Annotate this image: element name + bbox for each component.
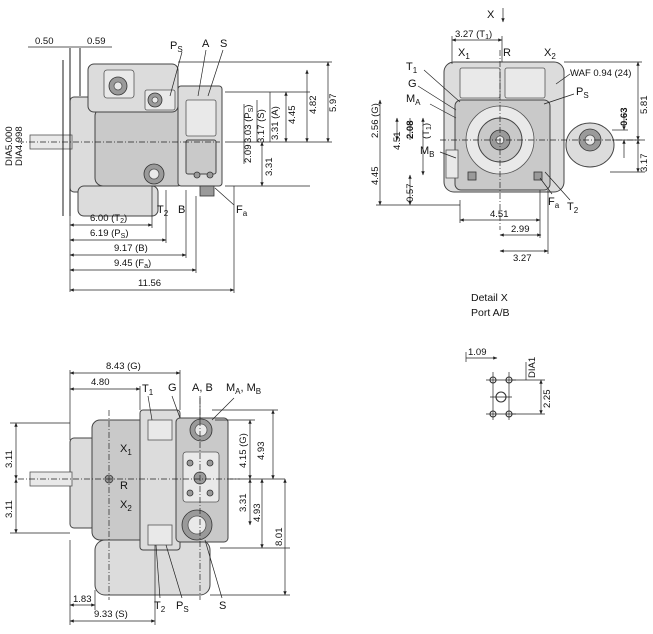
dim-6-00-t2: 6.00 (T2) [90, 213, 127, 225]
dim-3-11-b: 3.11 [4, 500, 15, 518]
front-horizontal-dims: 6.00 (T2) 6.19 (PS) 9.17 (B) 9.45 (Fa) 1… [69, 186, 235, 293]
dim-4-51-v: 4.51 [392, 132, 403, 151]
label-a: A [202, 38, 210, 50]
detail-bolt-pattern [486, 372, 516, 420]
label-x2: X2 [120, 499, 132, 513]
label-mb: MB [420, 145, 435, 159]
dim-0-59: 0.59 [87, 36, 106, 47]
dim-3-31: 3.31 [264, 158, 275, 177]
dim-2-09: 2.09 [243, 145, 254, 164]
dim-8-43-g: 8.43 (G) [106, 361, 141, 372]
dim-6-19-ps: 6.19 (PS) [90, 228, 128, 240]
label-g: G [168, 382, 177, 394]
label-t1: T1 [406, 61, 418, 75]
dim-4-82: 4.82 [308, 96, 319, 115]
detail-subtitle: Port A/B [471, 307, 510, 319]
side-right-dims: 5.81 0.63 3.17 [564, 61, 650, 173]
side-left-dims: 2.56 (G) 2.08 (T1) 4.51 4.45 0.57 [370, 99, 460, 206]
label-g: G [408, 78, 417, 90]
label-s: S [219, 600, 226, 612]
dim-11-56: 11.56 [138, 278, 161, 289]
label-r: R [120, 480, 128, 492]
dim-5-81: 5.81 [639, 96, 650, 115]
label-t2: T2 [157, 204, 169, 218]
dim-4-45: 4.45 [370, 167, 381, 186]
dim-4-45: 4.45 [287, 106, 298, 125]
dim-3-27: 3.27 [513, 253, 532, 264]
front-pump-body [18, 48, 223, 217]
side-pump-body [443, 61, 615, 193]
label-ps: PS [170, 40, 183, 54]
dim-4-80: 4.80 [91, 377, 110, 388]
dim-3-27-t1: 3.27 (T1) [455, 29, 492, 41]
top-view: 8.43 (G) 4.80 T1 G A, B MA, MB X1 R X2 3… [4, 361, 290, 625]
label-ma: MA [406, 93, 421, 107]
front-vertical-dims: 5.97 4.82 4.45 3.31 (A) 3.17 (S) 3.03 (P… [178, 61, 339, 187]
dim-dia-5000: DIA5.000 [4, 126, 15, 166]
dim-1-83: 1.83 [73, 594, 92, 605]
label-b: B [178, 204, 185, 216]
dim-3-31-a: 3.31 (A) [270, 106, 281, 140]
label-ps: PS [576, 86, 589, 100]
label-x1: X1 [458, 47, 470, 61]
dim-4-93-b: 4.93 [252, 504, 263, 523]
top-pump-body [29, 409, 229, 596]
dim-9-17-b: 9.17 (B) [114, 243, 148, 254]
top-right-dims: 4.15 (G) 4.93 3.31 4.93 8.01 [210, 409, 290, 596]
label-t1: T1 [142, 383, 154, 397]
dim-8-01: 8.01 [274, 528, 285, 547]
dim-5-97: 5.97 [328, 94, 339, 113]
dim-0-50: 0.50 [35, 36, 54, 47]
label-fa: Fa [548, 196, 560, 210]
dim-3-17-s: 3.17 (S) [256, 109, 267, 143]
label-ma-mb: MA, MB [226, 382, 261, 396]
dim-3-03-ps: 3.03 (PS) [243, 105, 255, 143]
dim-0-57: 0.57 [405, 184, 416, 203]
label-s: S [220, 38, 227, 50]
dim-4-15-g: 4.15 (G) [238, 433, 249, 468]
label-ab: A, B [192, 382, 213, 394]
label-fa: Fa [236, 204, 248, 218]
dim-2-08-t1: (T1) [421, 123, 433, 139]
dim-3-31: 3.31 [238, 494, 249, 513]
dim-2-56-g: 2.56 (G) [370, 103, 381, 138]
label-ps: PS [176, 600, 189, 614]
dim-4-51: 4.51 [490, 209, 509, 220]
detail-title: Detail X [471, 292, 508, 304]
label-x1: X1 [120, 443, 132, 457]
side-view: X 3.27 (T1) X1 R X2 WAF 0.94 (24) [370, 8, 650, 264]
dim-2-99: 2.99 [511, 224, 530, 235]
dim-2-25: 2.25 [542, 390, 553, 409]
side-bottom-dims: 4.51 2.99 3.27 [459, 190, 549, 264]
label-x-arrow: X [487, 9, 495, 21]
dim-3-11-a: 3.11 [4, 450, 15, 468]
front-view: 0.50 0.59 PS A S DIA5.000 DIA4.998 5.97 … [4, 36, 339, 293]
label-r: R [503, 47, 511, 59]
dim-dia1: DIA1 [527, 357, 538, 378]
label-t2: T2 [567, 201, 579, 215]
label-waf: WAF 0.94 (24) [570, 68, 631, 79]
dim-4-93-a: 4.93 [256, 442, 267, 461]
dim-1-09: 1.09 [468, 347, 487, 358]
label-x2: X2 [544, 47, 556, 61]
label-t2: T2 [154, 600, 166, 614]
dim-9-33-s: 9.33 (S) [94, 609, 128, 620]
detail-x: Detail X Port A/B 1.09 DIA1 2.25 [465, 292, 553, 420]
dim-2-08: 2.08 [405, 121, 416, 140]
dim-dia-4998: DIA4.998 [14, 126, 25, 166]
dim-3-17: 3.17 [639, 154, 650, 173]
dim-0-63: 0.63 [619, 108, 630, 127]
dim-9-45-fa: 9.45 (Fa) [114, 258, 151, 270]
